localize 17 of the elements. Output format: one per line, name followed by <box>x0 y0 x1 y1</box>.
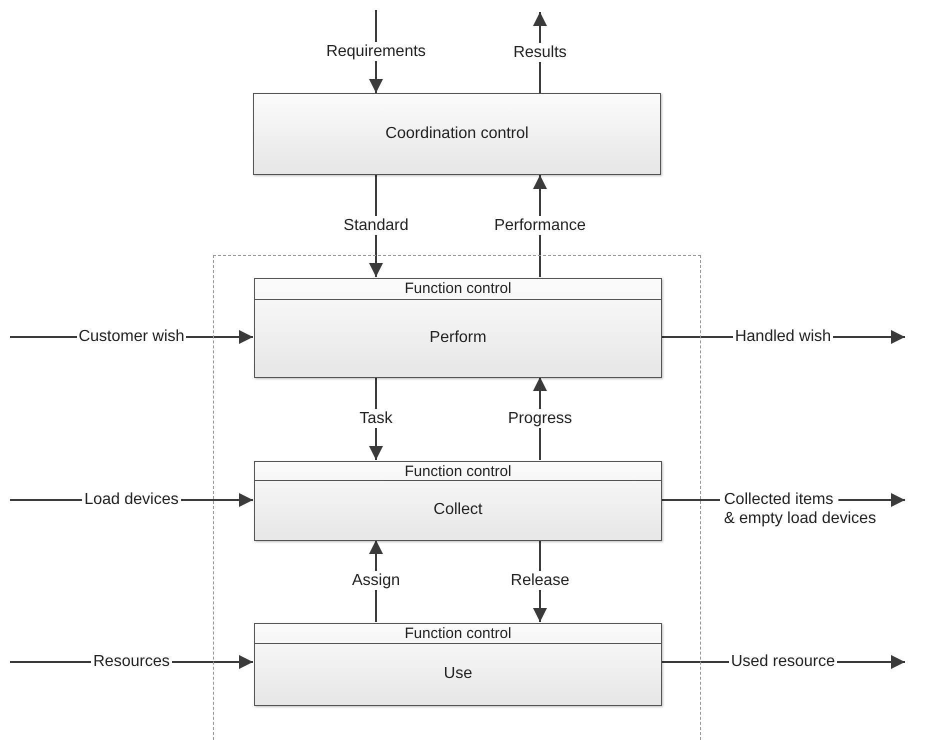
arrow <box>838 493 905 507</box>
box-heading: Function control <box>255 462 661 481</box>
box-label: Collect <box>432 501 484 519</box>
box-label: Use <box>442 665 474 683</box>
edge-label: Task <box>358 408 394 428</box>
box-label: Coordination control <box>384 125 530 143</box>
box-heading: Function control <box>255 279 661 300</box>
box-heading: Function control <box>255 624 661 644</box>
process-box <box>254 623 662 706</box>
edge-label: Standard <box>342 216 410 235</box>
edge-label: Release <box>508 571 572 590</box>
box-label: Perform <box>428 329 488 347</box>
edge-label: Collected items & empty load devices <box>724 490 878 528</box>
process-box <box>253 93 661 175</box>
boundary-box <box>213 255 701 740</box>
process-box <box>254 278 662 378</box>
process-box <box>254 461 662 541</box>
